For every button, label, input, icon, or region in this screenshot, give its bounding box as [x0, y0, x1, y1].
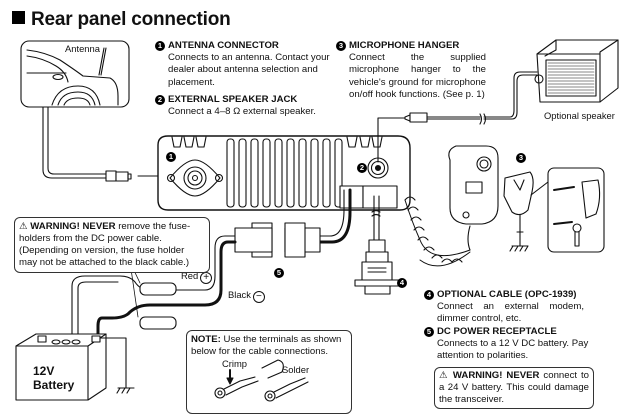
fuse-warning-text: remove the fuse-holders from the DC powe…	[19, 221, 191, 268]
item-3-heading: MICROPHONE HANGER	[349, 40, 460, 51]
item-1-number: 1	[155, 41, 165, 51]
fuse-warning-box: ⚠ WARNING! NEVER remove the fuse-holders…	[14, 217, 210, 273]
warning-icon: ⚠	[439, 370, 449, 381]
item-3-body: Connect the supplied microphone hanger t…	[349, 52, 486, 100]
antenna-mast	[98, 47, 107, 76]
battery-12v	[15, 333, 135, 401]
battery-text: Battery	[33, 378, 75, 392]
black-wire-label: Black−	[228, 289, 265, 303]
item-4-heading: OPTIONAL CABLE (OPC-1939)	[437, 289, 577, 300]
dc-power-cable	[71, 188, 352, 337]
optional-speaker-label: Optional speaker	[544, 110, 615, 121]
terminal-illustrations	[214, 359, 309, 402]
callout-1: 1	[166, 152, 176, 162]
item-5-heading: DC POWER RECEPTACLE	[437, 326, 557, 337]
callout-3: 3	[516, 153, 526, 163]
transceiver-rear-panel	[157, 135, 411, 211]
fuse-warning-title: WARNING! NEVER	[30, 221, 116, 232]
antenna-connector	[166, 159, 224, 197]
terminal-note-box: NOTE: Use the terminals as shown below f…	[186, 330, 352, 414]
note-text: Use the terminals as shown below for the…	[191, 334, 342, 357]
coiled-cord	[404, 196, 471, 267]
microphone	[404, 145, 499, 267]
battery-voltage: 12V	[33, 364, 55, 378]
callout-4: 4	[397, 278, 407, 288]
solder-label: Solder	[282, 364, 310, 375]
optional-speaker	[534, 39, 619, 103]
warning-icon: ⚠	[19, 221, 28, 232]
item-5-number: 5	[424, 327, 434, 337]
antenna-label: Antenna	[65, 43, 100, 54]
callout-2: 2	[357, 163, 367, 173]
speaker-cable	[377, 71, 538, 163]
note-title: NOTE:	[191, 334, 221, 345]
crimp-label: Crimp	[222, 358, 247, 369]
red-text: Red	[181, 270, 199, 281]
item-1-body: Connects to an antenna. Contact your dea…	[168, 52, 330, 88]
minus-icon: −	[252, 291, 265, 303]
item-4-body: Connect an external modem, dimmer contro…	[437, 301, 584, 325]
bullet-square-icon	[12, 11, 25, 24]
microphone-hanger	[503, 167, 605, 253]
callout-5: 5	[274, 268, 284, 278]
item-2-body: Connect a 4–8 Ω external speaker.	[168, 106, 316, 118]
car-antenna-illustration	[20, 40, 171, 182]
battery-warning-text: connect to a 24 V battery. This could da…	[439, 370, 590, 405]
item-4-number: 4	[424, 290, 434, 300]
item-2-heading: EXTERNAL SPEAKER JACK	[168, 94, 298, 105]
black-text: Black	[228, 289, 251, 300]
optional-cable-connector	[354, 195, 401, 295]
heatsink-fins	[226, 138, 343, 208]
item-2-number: 2	[155, 95, 165, 105]
page-title-text: Rear panel connection	[31, 9, 231, 30]
battery-warning-box: ⚠ WARNING! NEVER connect to a 24 V batte…	[434, 367, 594, 409]
item-1-heading: ANTENNA CONNECTOR	[168, 40, 279, 51]
battery-warning-title: WARNING! NEVER	[452, 370, 540, 381]
plus-icon: +	[200, 272, 213, 284]
item-3-number: 3	[336, 41, 346, 51]
page-title: Rear panel connection	[12, 9, 231, 31]
item-5-body: Connects to a 12 V DC battery. Pay atten…	[437, 338, 589, 362]
